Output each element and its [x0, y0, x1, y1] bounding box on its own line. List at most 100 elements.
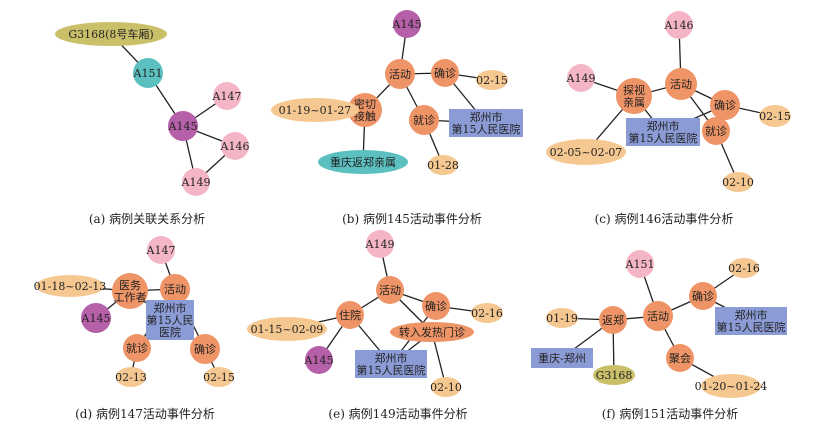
- node-shape: [213, 82, 241, 110]
- node-label: 郑州市第15人民医院: [629, 119, 698, 145]
- node-jh: 聚会: [666, 344, 694, 372]
- node-shape: [147, 236, 175, 264]
- node-shape: [428, 155, 458, 175]
- node-label: 确诊: [714, 98, 736, 112]
- node-label: 医务工作者: [114, 279, 147, 304]
- node-shape: [409, 105, 439, 135]
- node-label: 郑州市第15人民医院: [357, 351, 426, 377]
- node-d2: 02-13: [115, 367, 147, 387]
- node-shape: [702, 117, 730, 145]
- node-label: 郑州市第15人民医院: [147, 301, 194, 339]
- node-label: 01-28: [427, 159, 459, 172]
- node-shape: [626, 118, 700, 146]
- node-label: A146: [220, 140, 250, 153]
- node-zy: 住院: [336, 301, 364, 329]
- node-d3: 02-15: [203, 367, 235, 387]
- node-act: 活动: [376, 276, 404, 304]
- node-label: 聚会: [669, 352, 691, 365]
- node-shape: [182, 168, 210, 196]
- node-shape: [190, 334, 220, 364]
- node-shape: [546, 308, 578, 328]
- node-shape: [567, 64, 595, 92]
- node-shape: [393, 10, 421, 38]
- node-shape: [729, 258, 759, 278]
- node-label: 02-15: [759, 110, 791, 123]
- node-d2: 01-15~02-09: [247, 317, 327, 341]
- node-label: 01-18~02-13: [34, 280, 107, 293]
- node-label: 02-16: [728, 262, 760, 275]
- node-rel: 重庆返郑亲属: [318, 150, 408, 174]
- node-jz: 就诊: [409, 105, 439, 135]
- node-shape: [390, 322, 474, 342]
- node-label: A149: [365, 238, 395, 251]
- node-label: A147: [146, 244, 176, 257]
- node-d2: 01-19: [546, 308, 578, 328]
- node-shape: [626, 250, 654, 278]
- node-d3: 02-10: [430, 377, 462, 397]
- node-shape: [146, 300, 194, 340]
- node-shape: [81, 303, 111, 333]
- node-label: 重庆-郑州: [538, 351, 586, 365]
- node-p: A145: [392, 10, 422, 38]
- node-qz: 确诊: [431, 59, 459, 87]
- node-label: 返郑: [602, 313, 624, 327]
- node-d3: 01-20~01-24: [695, 374, 768, 398]
- node-label: 确诊: [194, 342, 216, 356]
- node-d1: 02-15: [759, 105, 791, 127]
- node-shape: [701, 374, 761, 398]
- node-shape: [431, 377, 461, 397]
- node-d3: 01-28: [427, 155, 459, 175]
- node-label: A145: [168, 120, 198, 133]
- node-jz: 就诊: [702, 117, 730, 145]
- node-shape: [36, 275, 104, 297]
- node-label: 确诊: [692, 289, 714, 303]
- node-label: 02-13: [115, 371, 147, 384]
- node-shape: [723, 172, 753, 192]
- node-d3: 02-10: [722, 172, 754, 192]
- node-a145: A145: [81, 303, 111, 333]
- node-shape: [112, 273, 148, 309]
- node-label: 转入发热门诊: [399, 325, 465, 339]
- node-label: 02-05~02-07: [550, 146, 623, 159]
- node-shape: [116, 367, 146, 387]
- node-p: A149: [365, 230, 395, 258]
- node-p: A147: [146, 236, 176, 264]
- node-ts: 探视亲属: [616, 78, 652, 114]
- node-shape: [546, 139, 626, 165]
- node-a151: A151: [133, 58, 163, 88]
- node-label: 就诊: [705, 124, 727, 138]
- node-shape: [599, 306, 627, 334]
- node-label: 02-10: [430, 381, 462, 394]
- node-shape: [665, 68, 697, 100]
- node-label: G3168(8号车厢): [68, 27, 153, 41]
- node-label: 确诊: [425, 299, 447, 313]
- node-label: 活动: [389, 68, 411, 81]
- node-a145: A145: [304, 346, 333, 374]
- node-label: A145: [392, 18, 422, 31]
- node-shape: [643, 301, 673, 331]
- node-shape: [471, 303, 503, 323]
- node-shape: [665, 11, 693, 39]
- node-label: 活动: [670, 78, 692, 91]
- node-shape: [689, 282, 717, 310]
- node-shape: [305, 346, 333, 374]
- node-jz: 就诊: [123, 334, 151, 362]
- node-qz: 确诊: [689, 282, 717, 310]
- node-p: A146: [664, 11, 693, 39]
- node-label: 确诊: [434, 66, 456, 80]
- node-loc: 郑州市第15人民医院: [626, 118, 700, 146]
- node-shape: [376, 276, 404, 304]
- node-loc: 郑州市第15人民医院: [449, 109, 523, 137]
- node-shape: [133, 58, 163, 88]
- node-g3168: G3168(8号车厢): [55, 22, 167, 46]
- node-shape: [271, 98, 359, 122]
- node-label: A151: [625, 258, 655, 271]
- panel-b: A145活动确诊02-15密切接触01-19~01-27就诊郑州市第15人民医院…: [271, 10, 523, 175]
- panel-c: A146活动A149探视亲属确诊02-15郑州市第15人民医院就诊02-05~0…: [546, 11, 791, 192]
- node-shape: [318, 150, 408, 174]
- node-qz: 确诊: [190, 334, 220, 364]
- caption-c: (c) 病例146活动事件分析: [594, 212, 734, 226]
- node-label: 01-20~01-24: [695, 380, 768, 393]
- node-d1: 01-18~02-13: [34, 275, 107, 297]
